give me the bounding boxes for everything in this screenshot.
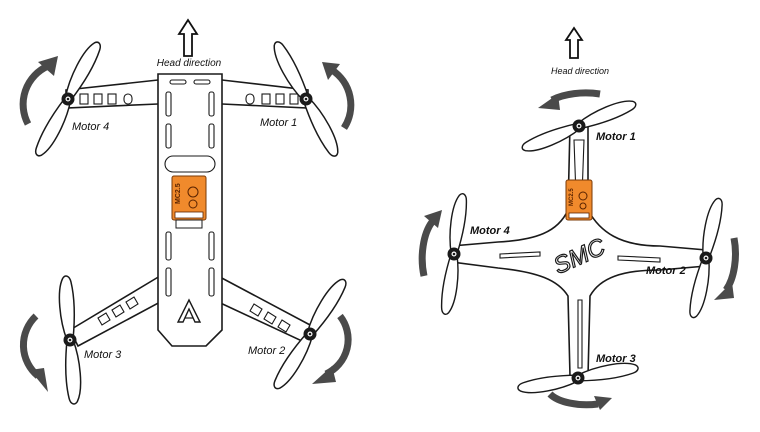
left-motor-1-label: Motor 1: [260, 117, 297, 129]
right-motor-2-rotation-arrow-icon: [714, 282, 734, 300]
right-motor-4: Motor 4: [418, 191, 510, 317]
left-motor-1-rotation-arrow-icon: [322, 62, 340, 80]
right-motor-3: Motor 3: [516, 353, 640, 410]
left-motor-1: Motor 1: [260, 37, 355, 161]
left-motor-4-rotation-arrow-icon: [38, 56, 58, 76]
right-motor-3-label: Motor 3: [596, 353, 636, 365]
left-motor-2-label: Motor 2: [248, 345, 285, 357]
left-head-direction-label: Head direction: [157, 58, 222, 69]
right-motor-1-rotation-arrow-icon: [538, 94, 560, 110]
left-motor-2-rotation-arrow-icon: [312, 366, 336, 384]
right-flight-controller-board: MC2.5: [565, 179, 593, 221]
right-motor-1: Motor 1: [519, 89, 639, 157]
right-head-direction-arrow-icon: [564, 26, 584, 59]
left-head-direction-arrow-icon: [177, 18, 199, 57]
left-quad-diagram: Head direction: [19, 18, 355, 406]
left-motor-4-label: Motor 4: [72, 121, 109, 133]
left-board-label: MC2.5: [175, 183, 182, 204]
left-motor-3-label: Motor 3: [84, 349, 122, 361]
left-flight-controller-board: MC2.5: [171, 175, 207, 229]
right-quad-diagram: Head direction SMC MC2.5 Motor 1: [418, 26, 739, 410]
left-motor-3-rotation-arrow-icon: [30, 368, 48, 392]
right-x-frame: SMC: [451, 125, 707, 377]
left-motor-3: Motor 3: [19, 274, 122, 406]
right-motor-2: Motor 2: [646, 196, 739, 320]
right-motor-2-label: Motor 2: [646, 265, 686, 277]
right-motor-4-label: Motor 4: [470, 225, 510, 237]
right-board-label: MC2.5: [569, 188, 575, 206]
left-motor-2: Motor 2: [248, 274, 352, 394]
right-motor-4-rotation-arrow-icon: [424, 210, 442, 228]
left-motor-4: Motor 4: [19, 37, 109, 161]
right-head-direction-label: Head direction: [551, 66, 609, 76]
right-motor-3-rotation-arrow-icon: [594, 396, 612, 410]
right-motor-1-label: Motor 1: [596, 131, 636, 143]
